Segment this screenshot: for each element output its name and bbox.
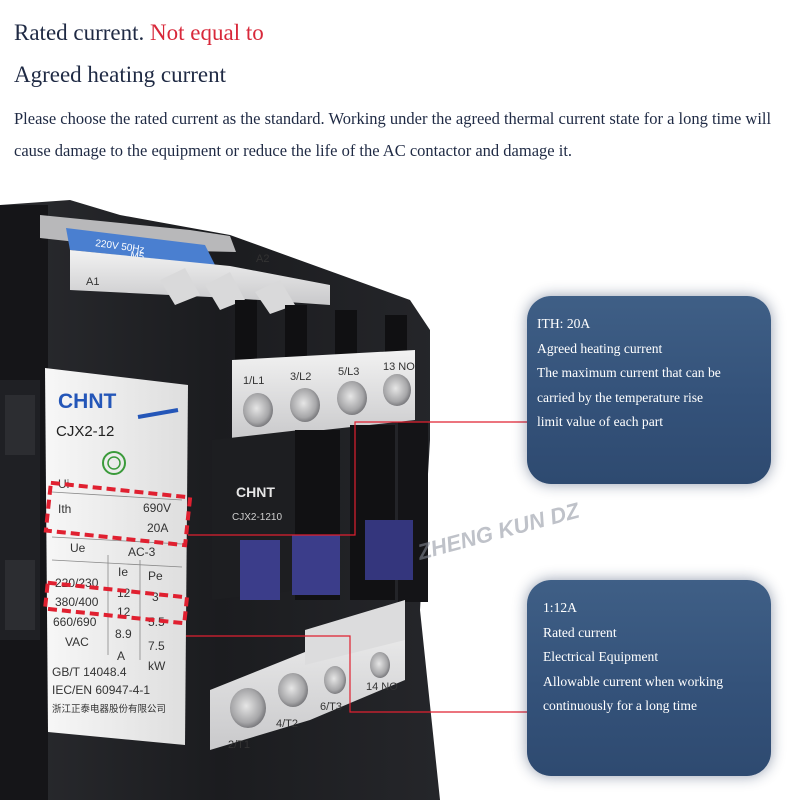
label-brand: CHNT bbox=[58, 390, 116, 413]
terminal-a2: A2 bbox=[256, 253, 269, 265]
screw-hole-3 bbox=[337, 381, 367, 415]
headline-black-text: Rated current. bbox=[14, 20, 145, 45]
ith-callout-line-5: limit value of each part bbox=[537, 414, 664, 429]
terminal-13-no: 13 NO bbox=[383, 361, 415, 373]
rated-current-callout: 1:12A Rated current Electrical Equipment… bbox=[527, 580, 771, 776]
spec-unit-pe: kW bbox=[148, 659, 166, 673]
spec-std-gb: GB/T 14048.4 bbox=[52, 665, 127, 679]
terminal-1-l1: 1/L1 bbox=[243, 375, 264, 387]
terminal-2-t1: 2/T1 bbox=[228, 739, 250, 751]
spec-ac3: AC-3 bbox=[128, 545, 156, 559]
ith-callout-line-1: ITH: 20A bbox=[537, 316, 591, 331]
side-model: CJX2-1210 bbox=[232, 512, 282, 523]
spec-pe: Pe bbox=[148, 569, 163, 583]
rated-callout-line-5: continuously for a long time bbox=[543, 698, 698, 713]
rated-callout-line-3: Electrical Equipment bbox=[543, 649, 659, 664]
explanation-paragraph: Please choose the rated current as the s… bbox=[14, 109, 772, 160]
spec-std-iec: IEC/EN 60947-4-1 bbox=[52, 683, 150, 697]
rated-callout-line-2: Rated current bbox=[543, 624, 617, 640]
spec-row2-v: 380/400 bbox=[55, 595, 99, 609]
spec-ith: Ith bbox=[58, 502, 71, 516]
ith-callout: ITH: 20A Agreed heating current The maxi… bbox=[527, 296, 771, 484]
spec-maker: 浙江正泰电器股份有限公司 bbox=[52, 703, 166, 715]
ccc-mark bbox=[102, 451, 126, 475]
spec-unit-ie: A bbox=[117, 649, 125, 663]
watermark: ZHENG KUN DZ bbox=[414, 497, 583, 565]
spec-row3-ie: 8.9 bbox=[115, 627, 132, 641]
terminal-a1: A1 bbox=[86, 276, 99, 288]
terminal-14-no: 14 NO bbox=[366, 681, 398, 693]
terminal-5-l3: 5/L3 bbox=[338, 366, 359, 378]
spec-row1-pe: 3 bbox=[152, 590, 159, 604]
headline-red-text: Not equal to bbox=[150, 20, 264, 45]
rated-connector bbox=[186, 635, 527, 713]
spec-ui: Ui bbox=[58, 477, 69, 491]
spec-ui-value: 690V bbox=[143, 501, 171, 515]
ith-callout-line-4: carried by the temperature rise bbox=[537, 389, 704, 405]
spec-unit-v: VAC bbox=[65, 635, 89, 649]
rated-current-highlight bbox=[42, 580, 190, 626]
terminal-6-t3: 6/T3 bbox=[320, 701, 342, 713]
spec-row3-v: 660/690 bbox=[53, 615, 97, 629]
side-brand: CHNT bbox=[236, 484, 275, 500]
spec-row3-pe: 7.5 bbox=[148, 639, 165, 653]
input-terminal-strip bbox=[232, 350, 415, 440]
spec-ie: Ie bbox=[118, 565, 128, 579]
ith-callout-line-2: Agreed heating current bbox=[537, 340, 663, 356]
screw-hole-5 bbox=[230, 688, 266, 728]
screw-hole-8 bbox=[370, 652, 390, 678]
spec-ue: Ue bbox=[70, 541, 86, 555]
terminal-3-l2: 3/L2 bbox=[290, 371, 311, 383]
spec-ith-value: 20A bbox=[147, 521, 168, 535]
headline-agreed-heating: Agreed heating current bbox=[14, 62, 227, 87]
coil-label bbox=[66, 228, 215, 265]
spec-row1-ie: 12 bbox=[117, 586, 131, 600]
ith-connector bbox=[188, 421, 527, 536]
label-model: CJX2-12 bbox=[56, 423, 114, 440]
screw-hole-1 bbox=[243, 393, 273, 427]
headline-rated-current: Rated current. Not equal to bbox=[14, 20, 264, 46]
terminal-4-t2: 4/T2 bbox=[276, 718, 298, 730]
screw-hole-2 bbox=[290, 388, 320, 422]
contactor-photo: 220V 50Hz M5 A1 A2 1/L1 3/L2 5/L3 13 NO … bbox=[0, 200, 583, 800]
spec-label bbox=[45, 368, 188, 745]
screw-hole-7 bbox=[324, 666, 346, 694]
screw-hole-6 bbox=[278, 673, 308, 707]
ith-callout-line-3: The maximum current that can be bbox=[537, 365, 721, 380]
screw-hole-4 bbox=[383, 374, 411, 406]
rated-callout-line-1: 1:12A bbox=[543, 600, 577, 615]
rated-callout-line-4: Allowable current when working bbox=[543, 673, 724, 689]
ith-highlight bbox=[43, 480, 193, 548]
